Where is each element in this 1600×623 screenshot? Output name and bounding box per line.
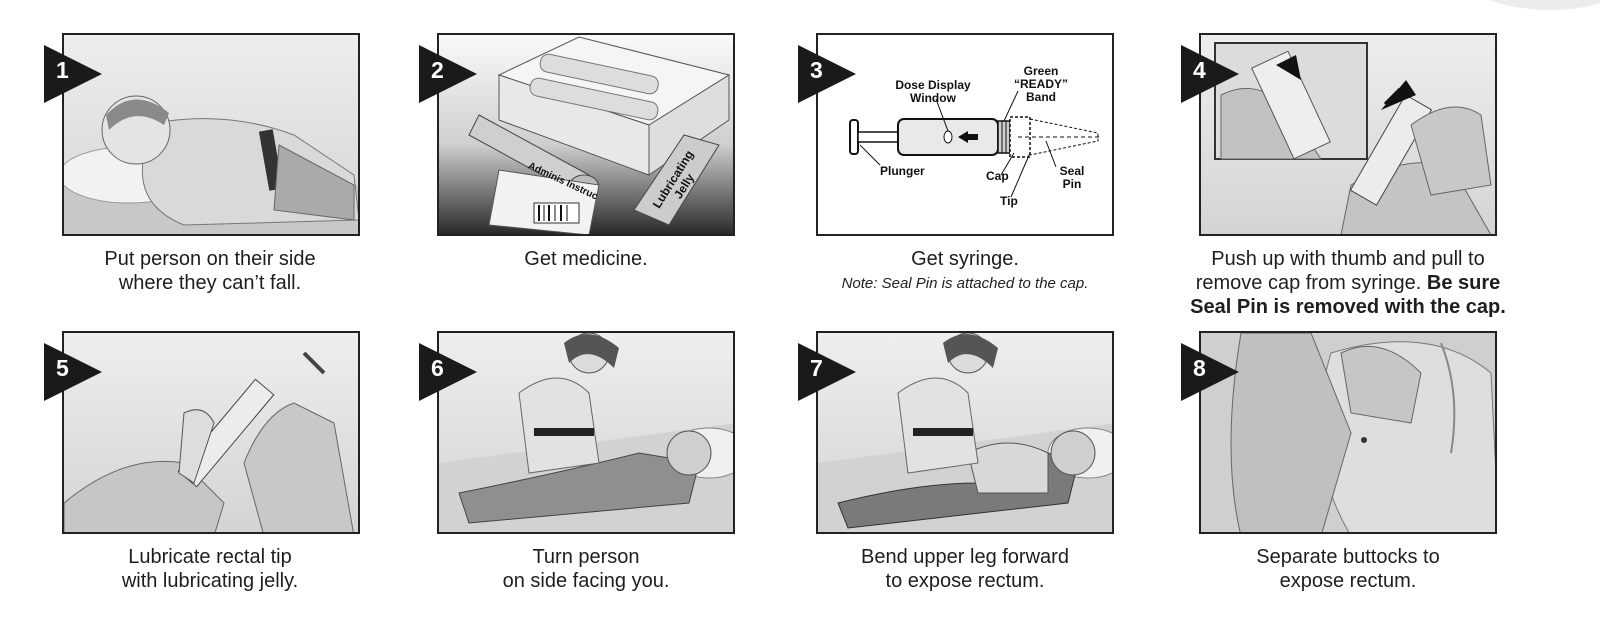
corner-decoration bbox=[1460, 0, 1600, 10]
step-2-illustration: Adminis Instruc Lubricating Jelly bbox=[437, 33, 735, 236]
step-7-caption: Bend upper leg forward to expose rectum. bbox=[815, 545, 1115, 593]
step-8-number: 8 bbox=[1193, 355, 1206, 381]
step-4-caption-line1: Push up with thumb and pull to bbox=[1211, 248, 1485, 270]
turn-person-illustration bbox=[439, 333, 733, 532]
step-8-caption-line1: Separate buttocks to bbox=[1256, 546, 1440, 568]
step-3-badge: 3 bbox=[798, 45, 856, 103]
step-2-caption-line1: Get medicine. bbox=[524, 248, 648, 270]
step-1-badge: 1 bbox=[44, 45, 102, 103]
step-3-illustration: Dose Display Window Green “READY” Band P… bbox=[816, 33, 1114, 236]
step-5-caption-line2: with lubricating jelly. bbox=[121, 570, 299, 592]
step-6-caption-line1: Turn person bbox=[532, 546, 640, 568]
step-8-badge: 8 bbox=[1181, 343, 1239, 401]
step-3-number: 3 bbox=[810, 57, 823, 83]
step-4-number: 4 bbox=[1193, 57, 1206, 83]
person-lying-illustration bbox=[64, 95, 358, 234]
step-1-number: 1 bbox=[56, 57, 69, 83]
syringe-diagram bbox=[849, 90, 1100, 198]
plunger-label: Plunger bbox=[880, 164, 925, 178]
step-4-caption: Push up with thumb and pull to remove ca… bbox=[1168, 247, 1528, 319]
step-3-caption-line1: Get syringe. bbox=[911, 248, 1019, 270]
step-5-illustration bbox=[62, 331, 360, 534]
step-2-badge: 2 bbox=[419, 45, 477, 103]
cap-label: Cap bbox=[986, 169, 1009, 183]
step-5-caption-line1: Lubricate rectal tip bbox=[128, 546, 292, 568]
step-1-caption-line2: where they can’t fall. bbox=[118, 272, 302, 294]
separate-buttocks-illustration bbox=[1201, 333, 1495, 532]
step-5-number: 5 bbox=[56, 355, 69, 381]
step-5-badge: 5 bbox=[44, 343, 102, 401]
step-7-badge: 7 bbox=[798, 343, 856, 401]
step-1-illustration bbox=[62, 33, 360, 236]
step-6-caption: Turn person on side facing you. bbox=[436, 545, 736, 593]
step-7-caption-line2: to expose rectum. bbox=[885, 570, 1045, 592]
step-8-caption-line2: expose rectum. bbox=[1279, 570, 1417, 592]
green-ready-band-label: Green “READY” Band bbox=[1013, 64, 1068, 104]
step-6-badge: 6 bbox=[419, 343, 477, 401]
step-6-caption-line2: on side facing you. bbox=[502, 570, 670, 592]
step-4-illustration bbox=[1199, 33, 1497, 236]
dose-display-window-label: Dose Display Window bbox=[895, 78, 971, 105]
remove-cap-illustration bbox=[1214, 42, 1492, 234]
step-3-note: Note: Seal Pin is attached to the cap. bbox=[841, 275, 1089, 292]
step-4-caption-bold-b: Seal Pin is removed with the cap. bbox=[1190, 296, 1506, 318]
step-6-illustration bbox=[437, 331, 735, 534]
step-8-caption: Separate buttocks to expose rectum. bbox=[1198, 545, 1498, 593]
step-1-caption-line1: Put person on their side bbox=[104, 248, 316, 270]
step-7-illustration bbox=[816, 331, 1114, 534]
step-1-caption: Put person on their side where they can’… bbox=[60, 247, 360, 295]
step-4-caption-bold-a: Be sure bbox=[1426, 272, 1501, 294]
step-8-illustration bbox=[1199, 331, 1497, 534]
step-6-number: 6 bbox=[431, 355, 444, 381]
seal-pin-label: Seal Pin bbox=[1059, 164, 1085, 191]
step-2-caption: Get medicine. bbox=[436, 247, 736, 271]
bend-leg-illustration bbox=[818, 333, 1112, 532]
medicine-box-illustration bbox=[468, 36, 731, 234]
step-3-caption: Get syringe. bbox=[815, 247, 1115, 271]
step-7-caption-line1: Bend upper leg forward bbox=[861, 546, 1069, 568]
step-4-badge: 4 bbox=[1181, 45, 1239, 103]
step-2-number: 2 bbox=[431, 57, 444, 83]
step-4-caption-line2: remove cap from syringe. bbox=[1195, 272, 1422, 294]
tip-label: Tip bbox=[1000, 194, 1018, 208]
step-7-number: 7 bbox=[810, 355, 823, 381]
step-5-caption: Lubricate rectal tip with lubricating je… bbox=[60, 545, 360, 593]
lubricate-tip-illustration bbox=[64, 351, 354, 532]
